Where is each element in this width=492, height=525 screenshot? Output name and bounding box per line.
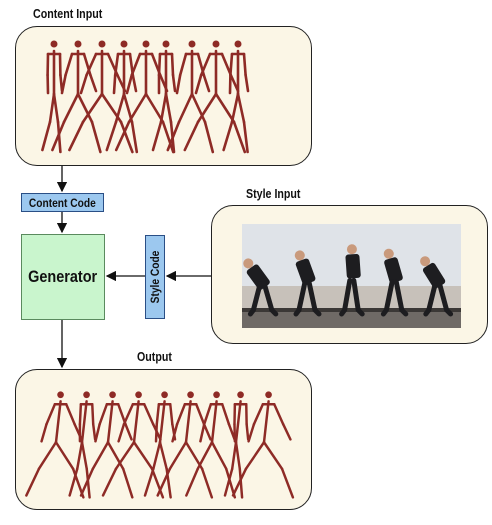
content-code-label: Content Code: [29, 195, 96, 210]
output-panel: [15, 369, 312, 510]
skeleton-figure: [223, 391, 250, 499]
output-skeleton-sequence: [25, 391, 295, 499]
skeleton-figure: [156, 391, 214, 499]
skeleton-figure: [51, 40, 102, 154]
skeleton-figure: [222, 40, 250, 154]
content-input-title: Content Input: [33, 6, 103, 21]
skeleton-figure: [101, 391, 165, 499]
content-input-panel: [15, 26, 312, 166]
skeleton-figure: [79, 391, 134, 499]
style-frame: [285, 224, 330, 328]
skeleton-figure: [114, 40, 175, 154]
style-input-title: Style Input: [246, 186, 301, 201]
style-frame: [329, 224, 374, 328]
style-video-frames: [242, 224, 461, 328]
skeleton-figure: [68, 40, 134, 154]
content-skeleton-sequence: [41, 40, 250, 154]
skeleton-figure: [68, 391, 97, 499]
style-frame: [373, 224, 418, 328]
skeleton-figure: [41, 40, 64, 154]
skeleton-figure: [185, 391, 237, 499]
generator-box: Generator: [21, 234, 105, 320]
generator-label: Generator: [28, 267, 98, 286]
content-code-box: Content Code: [21, 193, 104, 212]
skeleton-figure: [105, 40, 139, 154]
style-frame: [242, 224, 286, 328]
output-title: Output: [137, 349, 172, 364]
skeleton-figure: [231, 391, 295, 499]
style-frame: [417, 224, 461, 328]
style-code-box: Style Code: [145, 235, 165, 319]
skeleton-figure: [183, 40, 247, 154]
